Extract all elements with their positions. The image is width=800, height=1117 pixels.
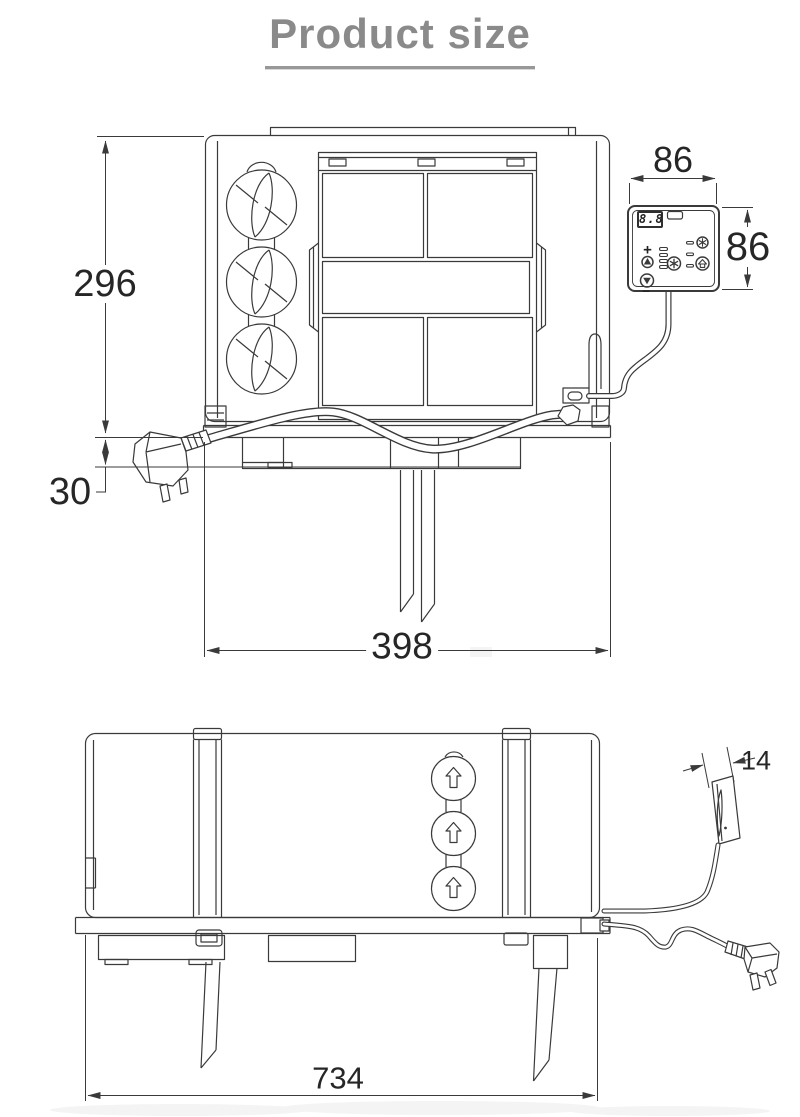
- side-legs: [200, 961, 558, 1082]
- dim-86-width: [629, 175, 717, 204]
- temperature-display: 8.8: [637, 211, 664, 228]
- cable-gland: [557, 404, 581, 426]
- side-strap-1: [192, 727, 223, 947]
- temp-down-button: [639, 273, 655, 288]
- title-underline: [265, 66, 535, 70]
- controller-edge-plate: [711, 775, 741, 845]
- minus-label: −: [642, 283, 650, 298]
- snowflake-icon: [698, 238, 707, 247]
- mode-icon: [697, 259, 708, 268]
- dim-30: [95, 437, 520, 493]
- up-arrow-icon: [445, 876, 462, 899]
- grille-tab-left: [308, 242, 319, 333]
- up-arrow-icon: [445, 766, 462, 789]
- side-dimensions: [85, 746, 756, 1101]
- controller-cable: [586, 289, 672, 399]
- plus-label: +: [643, 241, 652, 258]
- front-connectors: [557, 387, 590, 426]
- front-grille: [308, 151, 547, 421]
- vent-louver: [235, 172, 288, 392]
- front-vents: [225, 161, 298, 395]
- mode-button: [695, 256, 710, 271]
- dim-height-label: 296: [68, 265, 142, 303]
- panel-indicator-bars: [658, 240, 695, 270]
- power-plug-side-icon: [724, 940, 780, 991]
- hanging-straps: [399, 470, 436, 623]
- temp-up-button: [641, 255, 654, 269]
- side-strap-2: [501, 727, 532, 946]
- grille-tab-right: [536, 242, 547, 333]
- power-plug-front-icon: [132, 429, 212, 503]
- side-cables: [601, 842, 735, 952]
- side-view: [74, 727, 611, 1082]
- dim-length-label: 734: [312, 1060, 364, 1096]
- dim-foot-height-label: 30: [48, 471, 92, 513]
- front-body: [204, 134, 611, 423]
- dim-14: [682, 746, 756, 789]
- controller-thickness-label: 14: [740, 745, 772, 776]
- side-body: [84, 732, 601, 919]
- up-arrow-icon: [445, 821, 462, 844]
- indicator-window: [666, 210, 684, 220]
- side-brackets: [97, 934, 569, 970]
- fan-icon: [669, 258, 679, 269]
- fan-button: [666, 256, 682, 271]
- front-view: [202, 126, 612, 623]
- grille-clip: [417, 158, 436, 167]
- right-slot: [588, 333, 602, 389]
- front-bottom-rail: [202, 405, 612, 439]
- controller-width-label: 86: [652, 139, 694, 180]
- controller-height-label: 86: [720, 227, 776, 267]
- dim-734: [85, 935, 598, 1101]
- top-protrusion: [269, 126, 577, 135]
- dim-width-label: 398: [366, 627, 438, 665]
- front-power-cable: [202, 407, 568, 454]
- page-title: Product size: [269, 10, 531, 57]
- panel-buttons: [639, 236, 710, 288]
- side-vents: [430, 751, 477, 912]
- grille-clip: [506, 158, 525, 167]
- grille-clip: [328, 158, 347, 167]
- side-bottom-rail: [74, 916, 611, 935]
- watermark-smudge: [50, 647, 770, 1116]
- snowflake-button: [696, 236, 709, 249]
